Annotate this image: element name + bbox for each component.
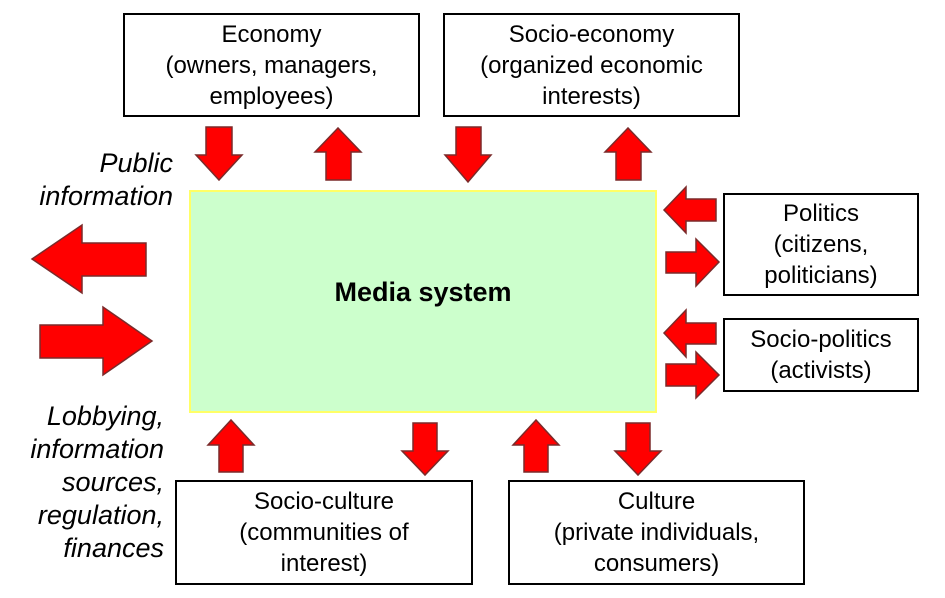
economy-subtitle-1: (owners, managers, [165, 51, 378, 79]
arrow-socio-economy-up [603, 126, 653, 181]
arrow-politics-left [662, 185, 717, 235]
politics-subtitle-2: politicians) [764, 262, 878, 289]
public-information-label: Public information [39, 147, 173, 213]
economy-title: Economy [221, 20, 322, 48]
politics-subtitle-1: (citizens, [773, 231, 869, 258]
arrow-socio-politics-right [665, 350, 721, 400]
arrow-economy-down [194, 126, 244, 182]
lobbying-label: Lobbying, information sources, regulatio… [30, 400, 164, 565]
socio-politics-title: Socio-politics [750, 326, 892, 353]
arrow-lobbying-in [39, 305, 154, 377]
lobbying-line-4: regulation, [37, 500, 164, 530]
public-information-line-1: Public [99, 148, 173, 178]
arrow-socio-culture-up [206, 418, 256, 473]
economy-box: Economy (owners, managers, employees) [123, 13, 420, 117]
arrow-culture-up [511, 418, 561, 473]
public-information-line-2: information [39, 181, 173, 211]
lobbying-line-1: Lobbying, [46, 401, 164, 431]
arrow-economy-up [313, 126, 363, 181]
media-system-title: Media system [334, 277, 512, 307]
socio-economy-box: Socio-economy (organized economic intere… [443, 13, 740, 117]
arrow-socio-politics-left [662, 308, 717, 359]
politics-title: Politics [782, 200, 860, 227]
socio-economy-title: Socio-economy [508, 20, 675, 48]
culture-subtitle-1: (private individuals, [553, 519, 760, 546]
socio-culture-subtitle-1: (communities of [239, 519, 409, 546]
arrow-politics-right [665, 237, 721, 288]
lobbying-line-2: information [30, 434, 164, 464]
lobbying-line-5: finances [63, 533, 164, 563]
socio-culture-subtitle-2: interest) [280, 550, 368, 577]
socio-economy-subtitle-2: interests) [542, 82, 641, 110]
lobbying-line-3: sources, [61, 467, 164, 497]
arrow-culture-down [613, 422, 663, 477]
politics-box: Politics (citizens, politicians) [723, 193, 919, 296]
arrow-public-information-out [30, 223, 147, 295]
culture-box: Culture (private individuals, consumers) [508, 480, 805, 585]
arrow-socio-economy-down [443, 126, 493, 184]
economy-subtitle-2: employees) [209, 82, 334, 110]
socio-culture-title: Socio-culture [253, 488, 395, 515]
culture-subtitle-2: consumers) [593, 550, 720, 577]
media-system-box: Media system [189, 190, 657, 413]
socio-politics-box: Socio-politics (activists) [723, 318, 919, 392]
arrow-socio-culture-down [400, 422, 450, 477]
socio-economy-subtitle-1: (organized economic [480, 51, 703, 79]
socio-culture-box: Socio-culture (communities of interest) [175, 480, 473, 585]
culture-title: Culture [617, 488, 696, 515]
socio-politics-subtitle-1: (activists) [770, 357, 872, 384]
